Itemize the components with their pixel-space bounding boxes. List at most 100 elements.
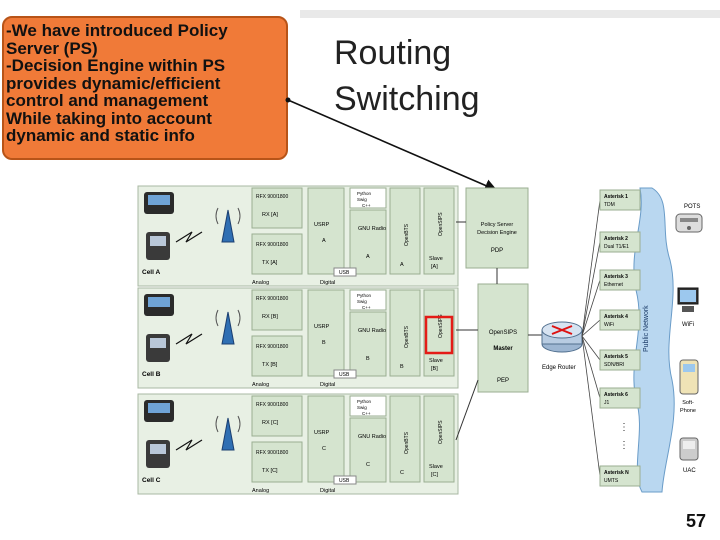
asterisk-sub: TDM [604, 202, 615, 208]
rx-label: RX [C] [262, 420, 279, 426]
antenna-tower-icon [221, 417, 235, 451]
asterisk-sub: WiFi [604, 322, 614, 328]
asterisk-name: Asterisk 2 [604, 236, 628, 242]
rfx-rx-board [251, 289, 303, 331]
gnu-radio-label: GNU Radio [358, 434, 386, 440]
slave-id: [C] [431, 472, 439, 478]
opensips-label: OpenSIPS [438, 212, 444, 236]
pots-phone-icon [675, 213, 703, 233]
master-box [477, 283, 529, 393]
master-opensips-label: OpenSIPS [489, 330, 517, 336]
digital-label: Digital [320, 488, 335, 494]
uac-icon [679, 437, 699, 461]
heading-routing: Routing [334, 34, 452, 72]
callout-text: -We have introduced Policy Server (PS) -… [6, 22, 284, 145]
usb-box [333, 475, 357, 485]
cell-label: Cell A [142, 269, 160, 276]
ellipsis-dots: ⋮ [619, 422, 629, 433]
wifi-computer-icon [677, 287, 699, 312]
router-asterisk-link [581, 241, 601, 337]
slave-label: Slave [429, 358, 443, 364]
soft-phone-label-1: Soft- [682, 400, 694, 406]
pep-label: PEP [497, 378, 509, 384]
slide-heading: Routing Switching [334, 30, 480, 122]
digital-label: Digital [320, 280, 335, 286]
python-box [349, 187, 387, 209]
slave-label: Slave [429, 464, 443, 470]
router-asterisk-link [581, 199, 601, 337]
asterisk-box [599, 269, 641, 291]
callout-line: dynamic and static info [6, 126, 195, 145]
rfx-tx-board [251, 441, 303, 483]
usrp-label: USRP [314, 430, 330, 436]
gnu-radio-box [349, 417, 387, 483]
usb-box [333, 267, 357, 277]
openbts-box [389, 395, 421, 483]
header-bar [300, 10, 720, 18]
rfx-rx-label: RFX 900/1800 [256, 194, 288, 200]
usb-label: USB [339, 270, 350, 276]
rx-label: RX [A] [262, 212, 278, 218]
swig-label: Swig [357, 197, 367, 202]
policy-server-line1: Policy Server [481, 222, 514, 228]
asterisk-name: Asterisk 1 [604, 194, 628, 200]
router-asterisk-link [581, 335, 601, 399]
usrp-box [307, 395, 345, 483]
openbts-label: OpenBTS [404, 325, 410, 348]
python-box [349, 289, 387, 311]
openbts-id: C [400, 470, 404, 476]
slave-label: Slave [429, 256, 443, 262]
asterisk-name: Asterisk 3 [604, 274, 628, 280]
callout-arrow [287, 99, 498, 192]
page-number: 57 [685, 511, 706, 531]
tx-label: TX [A] [262, 260, 278, 266]
link-c-master [455, 379, 479, 441]
swig-label: Swig [357, 405, 367, 410]
asterisk-box [599, 387, 641, 409]
usrp-id: C [322, 446, 326, 452]
rfx-rx-board [251, 395, 303, 437]
openbts-label: OpenBTS [404, 431, 410, 454]
opensips-slave-box [423, 289, 455, 377]
usrp-id: A [322, 238, 326, 244]
rx-label: RX [B] [262, 314, 278, 320]
antenna-waves-icon [215, 207, 241, 225]
antenna-tower-icon [221, 209, 235, 243]
rfx-tx-label: RFX 900/1800 [256, 242, 288, 248]
pots-label: POTS [684, 204, 700, 210]
highlight-opensips-b [424, 315, 454, 355]
usb-label: USB [339, 372, 350, 378]
slave-id: [B] [431, 366, 438, 372]
flip-phone-screen [150, 338, 166, 348]
asterisk-box [599, 231, 641, 253]
gnu-radio-label: GNU Radio [358, 328, 386, 334]
master-role-label: Master [493, 346, 513, 352]
python-label: Python [357, 399, 372, 404]
openbts-box [389, 289, 421, 377]
smartphone-screen [148, 195, 170, 205]
smartphone-screen [148, 403, 170, 413]
asterisk-sub: SDN/BRI [604, 362, 624, 368]
gnu-id: C [366, 462, 370, 468]
flip-phone-screen [150, 444, 166, 454]
asterisk-sub: UMTS [604, 478, 619, 484]
opensips-slave-box [423, 395, 455, 483]
swig-label: Swig [357, 299, 367, 304]
analog-label: Analog [252, 382, 269, 388]
asterisk-box [599, 189, 641, 211]
digital-label: Digital [320, 382, 335, 388]
callout-line: -We have introduced Policy [6, 21, 228, 40]
asterisk-name: Asterisk 4 [604, 314, 628, 320]
callout-line: While taking into account [6, 108, 212, 128]
rfx-rx-board [251, 187, 303, 229]
asterisk-name: Asterisk N [604, 470, 629, 476]
cpp-label: C++ [362, 203, 371, 208]
antenna-waves-icon [215, 309, 241, 327]
cells-group: Cell A RFX 900/1800 RX [A] RFX 900/1800 TX [… [137, 185, 459, 495]
asterisk-box [599, 349, 641, 371]
uac-label: UAC [683, 468, 696, 474]
